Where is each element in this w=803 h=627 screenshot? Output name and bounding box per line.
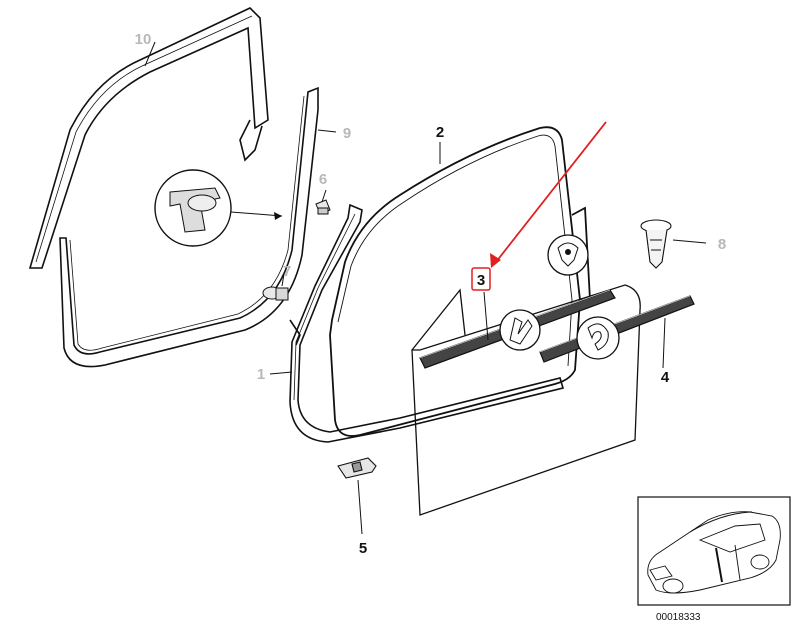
- part-9-frame-seal: [59, 86, 319, 368]
- seal-profile-detail: [154, 169, 283, 247]
- callout-4: 4: [661, 369, 670, 386]
- callout-3: 3: [477, 272, 485, 289]
- callout-5: 5: [359, 540, 367, 557]
- reference-number: 00018333: [656, 612, 701, 623]
- callout-1: 1: [257, 366, 265, 383]
- part-10-window-seal: [28, 7, 269, 269]
- part-2-door-seal: [329, 126, 591, 437]
- callout-2: 2: [436, 124, 444, 141]
- highlight-arrow: [490, 121, 607, 268]
- callout-7: 7: [283, 263, 291, 280]
- part-6-clip: [315, 199, 331, 215]
- callout-9: 9: [343, 125, 351, 142]
- leader-lines: [144, 41, 707, 535]
- callout-labels: 10 9 6 7 1 2 3 4 8 5: [135, 31, 727, 557]
- clip-profile-detail: [547, 234, 589, 276]
- vehicle-location-inset: 00018333: [637, 496, 791, 623]
- callout-3-highlight-box: [471, 267, 491, 291]
- door-outline: [411, 284, 641, 516]
- callout-10: 10: [135, 31, 152, 48]
- part-5-bracket: [337, 457, 377, 479]
- callout-6: 6: [319, 171, 327, 188]
- part-8-push-clip: [640, 219, 672, 269]
- callout-8: 8: [718, 236, 726, 253]
- part-1-seal: [289, 203, 565, 443]
- part-7-clip: [262, 286, 289, 301]
- strip-profile-detail-a: [499, 309, 541, 351]
- strip-profile-detail-b: [576, 316, 620, 360]
